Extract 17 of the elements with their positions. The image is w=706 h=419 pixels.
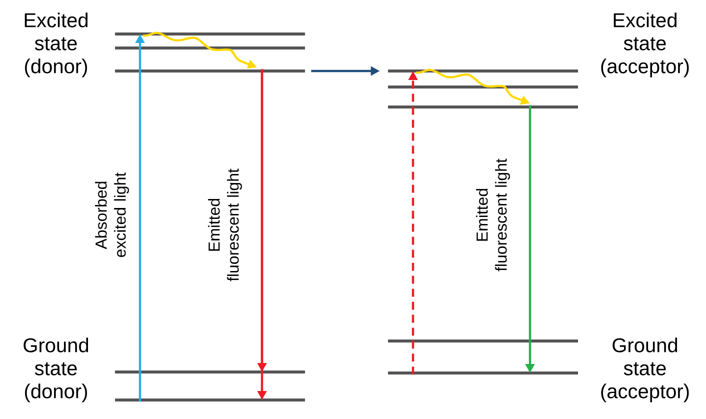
edge-label: Absorbed excited light: [95, 172, 129, 257]
edge-label: Emitted fluorescent light: [208, 168, 242, 282]
energy-level-line: [388, 106, 578, 108]
energy-level-line: [388, 86, 578, 88]
energy-level-line: [388, 339, 578, 342]
state-label: Ground state (donor): [24, 338, 88, 402]
energy-level-line: [388, 70, 578, 72]
energy-level-line: [115, 32, 305, 36]
energy-level-line: [115, 398, 305, 402]
state-label: Ground state (acceptor): [601, 338, 689, 402]
edge-label: Emitted fluorescent light: [476, 158, 510, 272]
energy-level-line: [115, 46, 305, 50]
energy-level-line: [388, 371, 578, 374]
energy-level-line: [115, 70, 305, 72]
state-label: Excited state (donor): [24, 12, 88, 78]
state-label: Excited state (acceptor): [601, 12, 689, 78]
energy-level-line: [115, 370, 305, 374]
